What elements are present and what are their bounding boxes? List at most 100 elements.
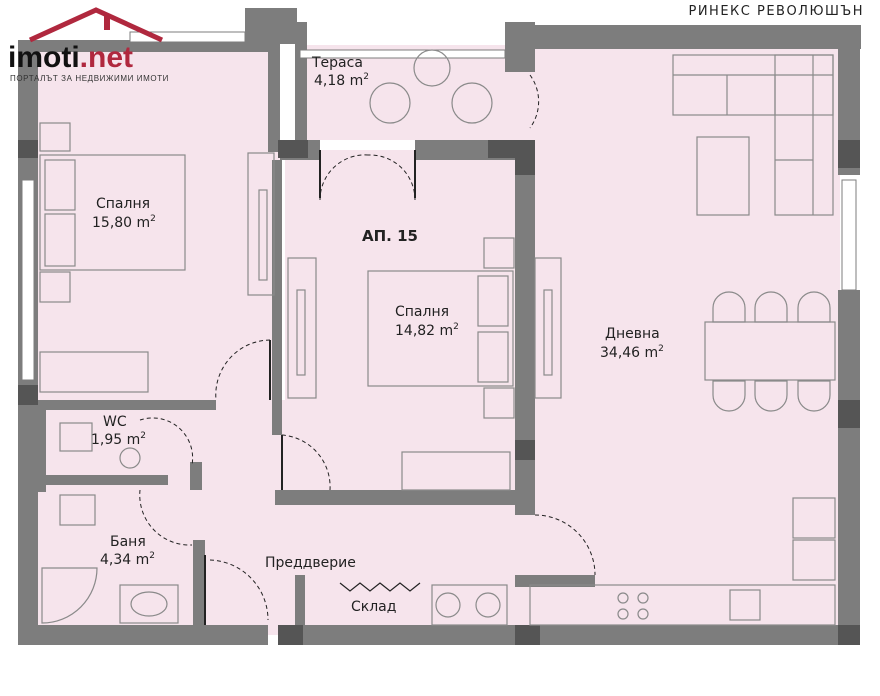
- wall-hatch: [515, 625, 540, 645]
- wall: [295, 575, 305, 635]
- washing-machines: [431, 584, 508, 626]
- logo-chimney: [104, 16, 110, 30]
- nightstand: [39, 122, 71, 152]
- bedroom2-name: Спалня: [395, 304, 449, 320]
- wall: [18, 40, 38, 160]
- dining-chair: [797, 291, 831, 323]
- door-swing: [139, 489, 193, 546]
- door-swing: [209, 559, 269, 621]
- closet: [401, 451, 511, 491]
- living-name: Дневна: [605, 326, 660, 342]
- kitchen-sink: [729, 589, 761, 621]
- wall-details: [18, 140, 860, 645]
- dining-chair: [754, 291, 788, 323]
- wall: [38, 475, 168, 485]
- wall: [515, 140, 535, 515]
- imoti-logo: imoti.net ПОРТАЛЪТ ЗА НЕДВИЖИМИ ИМОТИ: [8, 7, 169, 83]
- dining-chair: [754, 380, 788, 412]
- wall-hatch: [838, 400, 860, 428]
- terrace-name: Тераса: [311, 55, 363, 71]
- sofa: [774, 54, 834, 216]
- wall: [278, 625, 860, 645]
- wc-sink: [119, 447, 141, 469]
- wall: [38, 400, 216, 410]
- washer-drum: [435, 592, 461, 618]
- dining-chair: [797, 380, 831, 412]
- wall: [505, 25, 861, 49]
- living-floor: [510, 45, 840, 635]
- dining-chair: [712, 380, 746, 412]
- wall: [193, 540, 205, 635]
- fridge: [792, 497, 836, 539]
- door-swing: [281, 434, 331, 491]
- wardrobe-rail: [543, 289, 553, 376]
- logo-brand: imoti.net: [8, 41, 133, 74]
- wardrobe: [287, 257, 317, 399]
- logo-tagline: ПОРТАЛЪТ ЗА НЕДВИЖИМИ ИМОТИ: [10, 74, 169, 83]
- stove-burner: [637, 592, 649, 604]
- room-labels: Тераса 4,18 m2 Спалня 15,80 m2 АП. 15 Сп…: [91, 55, 664, 615]
- toilet: [59, 494, 96, 526]
- pillow: [477, 275, 509, 327]
- stove-burner: [617, 592, 629, 604]
- door-swing: [139, 417, 194, 466]
- stove-burner: [617, 608, 629, 620]
- wall: [515, 575, 595, 587]
- wall-hatch: [838, 625, 860, 645]
- wall: [245, 8, 297, 44]
- storage-shelf-zigzag: [339, 582, 421, 592]
- door-swing: [215, 339, 271, 401]
- kitchen-counter: [529, 584, 836, 626]
- wall-hatch: [515, 140, 535, 175]
- wc-area: 1,95 m2: [91, 431, 146, 448]
- wall: [38, 400, 46, 492]
- wall-hatch: [18, 140, 38, 158]
- bedroom1-area: 15,80 m2: [92, 214, 156, 231]
- logo-roof: [28, 7, 164, 43]
- closet: [39, 351, 149, 393]
- wall: [268, 40, 280, 152]
- wall-hatch: [18, 385, 38, 405]
- storage-name: Склад: [351, 599, 396, 615]
- wall: [838, 290, 860, 645]
- wall: [838, 25, 860, 175]
- wall: [18, 40, 280, 52]
- bath-sink-bowl: [130, 591, 168, 617]
- wall-hatch: [515, 440, 535, 460]
- furniture: [39, 49, 836, 626]
- nightstand: [483, 237, 515, 269]
- floor-areas: [30, 45, 840, 635]
- window: [841, 179, 857, 291]
- hall-name: Преддверие: [265, 555, 356, 571]
- living-area: 34,46 m2: [600, 344, 664, 361]
- bath-floor: [30, 490, 205, 635]
- terrace-chair: [369, 82, 411, 124]
- wardrobe: [534, 257, 562, 399]
- kitchen-cabinet: [792, 539, 836, 581]
- washer-drum: [475, 592, 501, 618]
- wall: [190, 462, 202, 490]
- wall: [295, 22, 307, 142]
- door-leaves: [204, 150, 416, 625]
- nightstand: [39, 271, 71, 303]
- bath-area: 4,34 m2: [100, 551, 155, 568]
- bed: [39, 154, 186, 271]
- wall-hatch: [488, 140, 518, 158]
- terrace-area: 4,18 m2: [314, 72, 369, 89]
- toilet: [59, 422, 93, 452]
- terrace-table: [413, 49, 451, 87]
- dining-chair: [712, 291, 746, 323]
- bedroom1-name: Спалня: [96, 196, 150, 212]
- windows: [21, 31, 857, 381]
- nightstand: [483, 387, 515, 419]
- wall: [18, 625, 268, 645]
- wardrobe: [247, 152, 275, 296]
- wall-hatch: [278, 625, 303, 645]
- apartment-number: АП. 15: [362, 227, 418, 245]
- wall-hatch: [278, 140, 308, 158]
- bath-sink: [119, 584, 179, 624]
- company-name: РИНЕКС РЕВОЛЮШЪН: [688, 4, 864, 19]
- door-swing: [529, 74, 540, 129]
- bed: [367, 270, 514, 387]
